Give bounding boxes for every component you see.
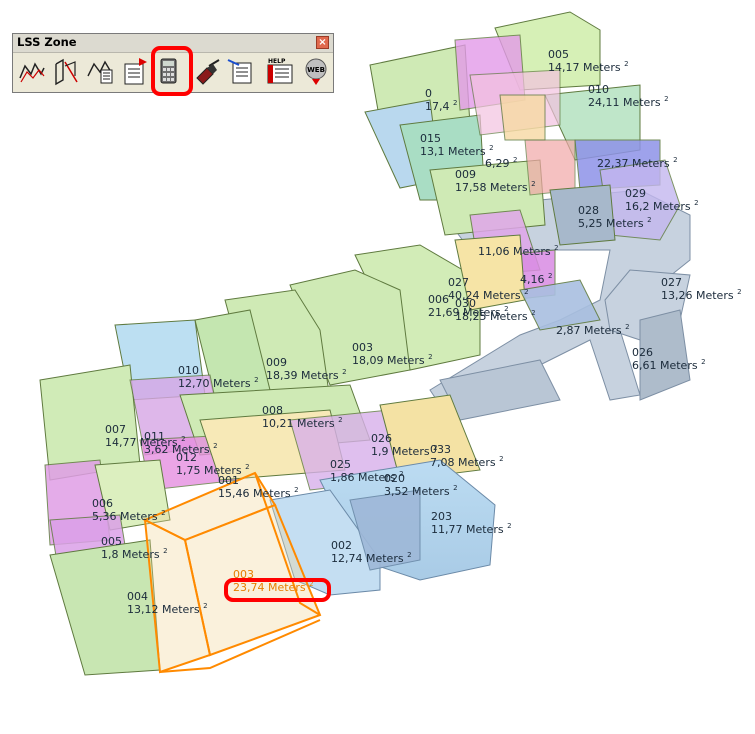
zone-number: 033 [430, 443, 451, 456]
zone-area: 40,24 Meters 2 [448, 288, 529, 302]
zone-number: 012 [176, 451, 197, 464]
zone-number: 027 [661, 276, 682, 289]
zone-number: 010 [588, 83, 609, 96]
help-label: HELP [268, 58, 286, 65]
zone-area: 13,1 Meters 2 [420, 144, 494, 158]
zone-area: 18,39 Meters 2 [266, 368, 347, 382]
zone-number: 026 [632, 346, 653, 359]
zone-area: 17,4 2 [425, 99, 457, 113]
web-icon[interactable]: WEB [301, 56, 331, 86]
zone-walls-icon[interactable] [17, 56, 47, 86]
zone-area: 11,06 Meters 2 [478, 244, 559, 258]
zone-area: 7,08 Meters 2 [430, 455, 504, 469]
zone-area: 24,11 Meters 2 [588, 95, 669, 109]
zone-number: 009 [266, 356, 287, 369]
zone-number: 011 [144, 430, 165, 443]
lower-left-rooms [39, 364, 496, 676]
selected-zone-label-highlight [224, 578, 331, 602]
zone-number: 010 [178, 364, 199, 377]
zone-number: 015 [420, 132, 441, 145]
zone-area: 1,8 Meters 2 [101, 547, 168, 561]
calculator-button-highlight [151, 46, 193, 96]
zone-area: 3,62 Meters 2 [144, 442, 218, 456]
zone-area: 15,46 Meters 2 [218, 486, 299, 500]
zone-number: 030 [455, 297, 476, 310]
zone-number: 003 [233, 568, 254, 581]
zone-area: 23,74 Meters 2 [233, 580, 314, 594]
zone-area: 16,2 Meters 2 [625, 199, 699, 213]
zone-number: 026 [371, 432, 392, 445]
zone-area: 6,29 2 [485, 156, 517, 170]
zone-area: 13,26 Meters 2 [661, 288, 742, 302]
report-export-icon[interactable] [119, 56, 149, 86]
zone-number: 203 [431, 510, 452, 523]
zone-area: 12,70 Meters 2 [178, 376, 259, 390]
lss-zone-toolbar: LSS Zone × HELP WEB [12, 33, 334, 96]
zone-area: 14,77 Meters 2 [105, 435, 186, 449]
zone-area: 21,69 Meters 2 [428, 305, 509, 319]
zone-area: 12,74 Meters 2 [331, 551, 412, 565]
toolbar-titlebar[interactable]: LSS Zone × [13, 34, 333, 53]
zone-number: 006 [428, 293, 449, 306]
zone-number: 004 [127, 590, 148, 603]
zone-area: 11,77 Meters 2 [431, 522, 512, 536]
zone-number: 029 [625, 187, 646, 200]
paint-brush-icon[interactable] [193, 56, 223, 86]
zone-number: 008 [262, 404, 283, 417]
zone-area: 1,86 Meters 2 [330, 470, 404, 484]
zone-area: 10,21 Meters 2 [262, 416, 343, 430]
web-label: WEB [307, 66, 325, 74]
upper-cluster [364, 11, 681, 301]
zone-area: 14,17 Meters 2 [548, 60, 629, 74]
zone-area: 18,09 Meters 2 [352, 353, 433, 367]
toolbar-title: LSS Zone [17, 35, 77, 49]
zone-area: 3,52 Meters 2 [384, 484, 458, 498]
zone-area: 1,75 Meters 2 [176, 463, 250, 477]
zone-number: 005 [101, 535, 122, 548]
zone-number: 025 [330, 458, 351, 471]
zone-area: 22,37 Meters 2 [597, 156, 678, 170]
zone-area: 5,25 Meters 2 [578, 216, 652, 230]
zone-area: 17,58 Meters 2 [455, 180, 536, 194]
zone-number: 006 [92, 497, 113, 510]
zone-number: 027 [448, 276, 469, 289]
zone-area: 4,16 2 [520, 272, 552, 286]
close-icon[interactable]: × [316, 36, 329, 49]
zone-edit-icon[interactable] [51, 56, 81, 86]
zone-number: 0 [425, 87, 432, 100]
zone-area: 6,61 Meters 2 [632, 358, 706, 372]
zone-number: 002 [331, 539, 352, 552]
help-icon[interactable]: HELP [265, 56, 295, 86]
zone-area: 2,87 Meters 2 [556, 323, 630, 337]
zone-number: 005 [548, 48, 569, 61]
calculator-icon[interactable] [153, 56, 183, 86]
zone-area: 18,25 Meters 2 [455, 309, 536, 323]
zone-number: 003 [352, 341, 373, 354]
zone-number: 007 [105, 423, 126, 436]
zone-number: 028 [578, 204, 599, 217]
zone-area: 5,36 Meters 2 [92, 509, 166, 523]
zone-list-icon[interactable] [85, 56, 115, 86]
zone-area: 13,12 Meters 2 [127, 602, 208, 616]
zone-number: 020 [384, 472, 405, 485]
zone-number: 001 [218, 474, 239, 487]
zone-area: 1,9 Meters 2 [371, 444, 438, 458]
table-edit-icon[interactable] [225, 56, 255, 86]
zone-number: 009 [455, 168, 476, 181]
